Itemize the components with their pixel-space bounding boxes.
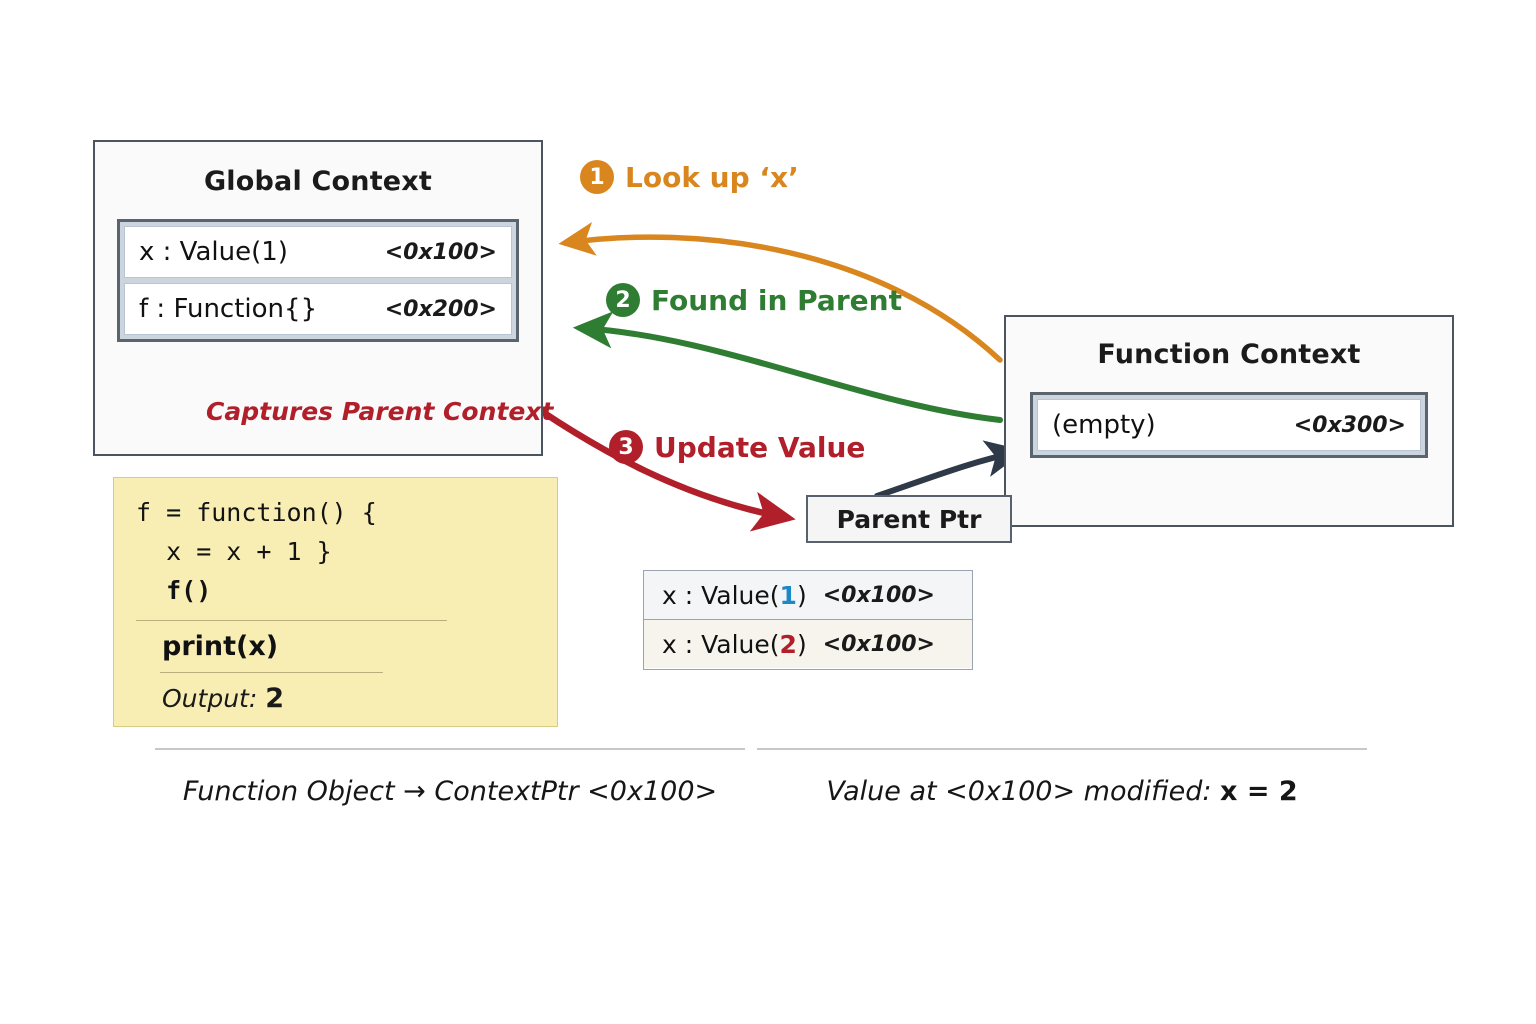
code-note-output: Output: 2 (136, 683, 535, 714)
value-table: x : Value(1) <0x100> x : Value(2) <0x100… (643, 570, 973, 670)
code-note-divider-2 (160, 672, 384, 674)
step-3-badge: 3 (609, 430, 643, 464)
value-row-before[interactable]: x : Value(1) <0x100> (644, 571, 972, 620)
step-2-found: 2 Found in Parent (606, 283, 902, 317)
code-note-output-label: Output: (162, 684, 258, 714)
global-context-box: Global Context x : Value(1) <0x100> f : … (93, 140, 543, 456)
global-context-slot-frame: x : Value(1) <0x100> f : Function{} <0x2… (117, 219, 519, 342)
value-row-before-text: x : Value(1) (662, 580, 807, 610)
code-note-print: print(x) (162, 631, 279, 663)
value-row-before-address: <0x100> (822, 582, 935, 608)
step-2-badge: 2 (606, 283, 640, 317)
step-1-label: Look up ‘x’ (625, 160, 799, 194)
step-3-label: Update Value (654, 430, 866, 464)
footer-left-text: Function Object → ContextPtr <0x100> (182, 775, 718, 807)
code-line-2: x = x + 1 } (136, 536, 332, 566)
value-row-after-number: 2 (779, 629, 797, 659)
captures-parent-context-label: Captures Parent Context (206, 397, 554, 426)
footer-right: Value at <0x100> modified: x = 2 (757, 748, 1367, 807)
footer-right-value: x = 2 (1220, 775, 1298, 807)
function-slot-empty-label: (empty) (1052, 410, 1156, 440)
global-slot-x-label: x : Value(1) (139, 237, 288, 267)
step-3-update: 3 Update Value (609, 430, 865, 464)
arrow-found-in-parent (572, 311, 1003, 423)
footer-left: Function Object → ContextPtr <0x100> (155, 748, 745, 807)
code-line-1: f = function() { (136, 498, 377, 527)
value-row-after[interactable]: x : Value(2) <0x100> (644, 620, 972, 668)
footer-right-prefix: Value at <0x100> modified: (826, 775, 1221, 807)
function-context-slot-frame: (empty) <0x300> (1030, 392, 1428, 458)
code-note-divider-1 (136, 620, 448, 622)
footer-right-rule (757, 748, 1367, 750)
value-row-after-text: x : Value(2) (662, 629, 807, 659)
step-1-badge: 1 (580, 160, 614, 194)
global-slot-x-address: <0x100> (384, 239, 497, 265)
footer-left-rule (155, 748, 745, 750)
step-2-label: Found in Parent (651, 283, 902, 317)
function-slot-empty-address: <0x300> (1293, 412, 1406, 438)
code-note: f = function() { x = x + 1 } f() print(x… (113, 477, 558, 727)
global-slot-f-address: <0x200> (384, 296, 497, 322)
step-1-lookup: 1 Look up ‘x’ (580, 160, 799, 194)
function-context-box: Function Context (empty) <0x300> (1004, 315, 1454, 527)
global-slot-f[interactable]: f : Function{} <0x200> (124, 283, 512, 335)
code-line-3: f() (136, 575, 212, 605)
function-context-title: Function Context (1097, 339, 1361, 370)
code-note-output-value: 2 (265, 683, 285, 715)
parent-ptr-box[interactable]: Parent Ptr (806, 495, 1012, 543)
parent-ptr-label: Parent Ptr (836, 504, 982, 534)
value-row-after-address: <0x100> (822, 631, 935, 657)
value-row-before-number: 1 (779, 580, 797, 610)
global-slot-f-label: f : Function{} (139, 294, 318, 324)
global-slot-x[interactable]: x : Value(1) <0x100> (124, 226, 512, 278)
arrow-parent-ptr-link (874, 440, 1026, 499)
footer-right-text: Value at <0x100> modified: x = 2 (757, 776, 1367, 807)
global-context-title: Global Context (203, 166, 433, 197)
function-slot-empty[interactable]: (empty) <0x300> (1037, 399, 1421, 451)
